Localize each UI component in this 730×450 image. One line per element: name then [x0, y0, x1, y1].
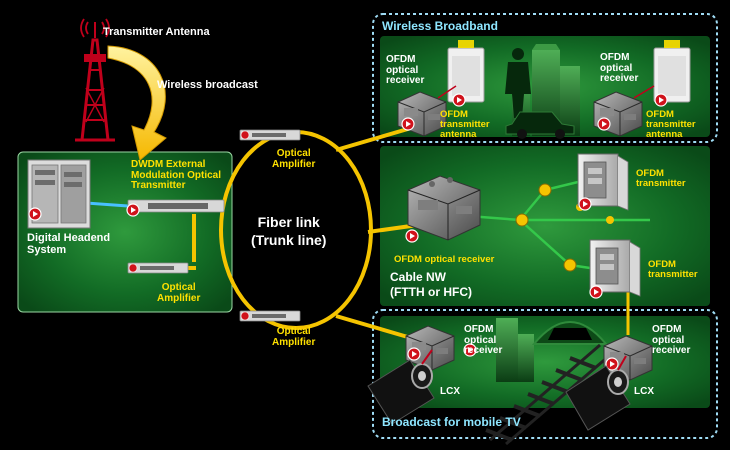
wireless-broadband-title: Wireless Broadband [382, 19, 498, 33]
transmitter-antenna-label: Transmitter Antenna [103, 26, 210, 38]
lcx-right-label: LCX [634, 386, 654, 397]
cable-rcv-bolt-icon [405, 229, 419, 243]
ofdm-transmitter-antenna-left-label: OFDM transmitter antenna [440, 109, 490, 140]
optical-amplifier-headend-label: Optical Amplifier [157, 282, 201, 304]
lcx-left-label: LCX [440, 386, 460, 397]
mobile-tv-dashed-border [372, 309, 718, 439]
cab-top-bolt-icon [578, 197, 592, 211]
optical-amplifier-bottom-icon [239, 310, 301, 322]
headend-bolt-icon [28, 207, 42, 221]
headend-fiber-link [85, 201, 129, 208]
ofdm-transmitter-bottom-label: OFDM transmitter [648, 259, 698, 280]
fiber-link-label: Fiber link (Trunk line) [251, 214, 327, 248]
wireless-broadcast-label: Wireless broadcast [157, 79, 258, 91]
ofdm-transmitter-antenna-right-label: OFDM transmitter antenna [646, 109, 696, 140]
optical-amplifier-top-label: Optical Amplifier [272, 148, 316, 170]
optical-receiver-cable-icon [407, 175, 481, 241]
ofdm-optical-receiver-mobile-right-label: OFDM optical receiver [652, 324, 691, 356]
ofdm-antenna-left-icon [447, 40, 485, 103]
dwdm-transmitter-label: DWDM External Modulation Optical Transmi… [131, 159, 221, 191]
cable-nw-label: Cable NW (FTTH or HFC) [390, 270, 472, 299]
wireless-broadcast-arrow-icon [107, 45, 167, 161]
optical-amplifier-bottom-label: Optical Amplifier [272, 326, 316, 348]
splitter-node-icon [515, 183, 577, 272]
tunnel-icon [531, 321, 609, 345]
antenna-tower-icon [75, 22, 115, 142]
wireless-signal-icon [80, 18, 110, 38]
headend-rack-icon [27, 159, 91, 229]
ofdm-optical-receiver-wb-left-label: OFDM optical receiver [386, 54, 425, 86]
ofdm-optical-receiver-cable-label: OFDM optical receiver [394, 254, 495, 265]
ofdm-antenna-right-icon [653, 40, 691, 103]
lcx-cable-left-icon [367, 349, 435, 425]
building-mobile-icon [496, 318, 534, 382]
optical-amplifier-icon [127, 262, 189, 274]
wb-right-rcv-bolt-icon [597, 117, 611, 131]
wireless-broadband-dashed-border [372, 13, 718, 143]
wb-left-rcv-bolt-icon [401, 117, 415, 131]
wb-right-bolt-icon [654, 93, 668, 107]
person-icon [505, 48, 531, 118]
ofdm-optical-receiver-wb-right-label: OFDM optical receiver [600, 52, 639, 84]
lcx-cable-right-icon [565, 355, 631, 431]
mob-left-bolt-icon [407, 347, 421, 361]
optical-amplifier-top-icon [239, 129, 301, 141]
headend-label: Digital Headend System [27, 232, 111, 256]
railway-icon [485, 343, 617, 446]
cab-bottom-bolt-icon [589, 285, 603, 299]
car-icon [505, 111, 575, 139]
dwdm-transmitter-icon [127, 199, 225, 213]
broadcast-mobile-tv-title: Broadcast for mobile TV [382, 415, 521, 429]
ofdm-transmitter-top-label: OFDM transmitter [636, 168, 686, 189]
ofdm-optical-receiver-mobile-left-label: OFDM optical receiver [464, 324, 503, 356]
wb-left-bolt-icon [452, 93, 466, 107]
dwdm-bolt-icon [126, 203, 140, 217]
